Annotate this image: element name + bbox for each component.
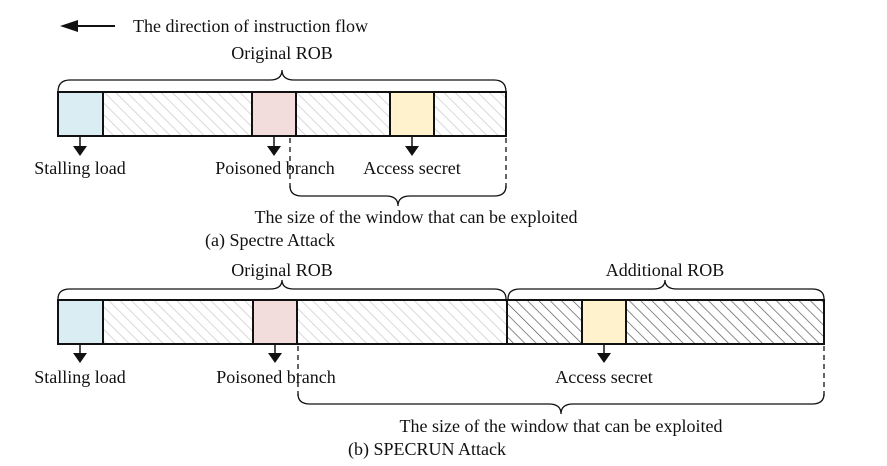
- spectre-rob-label: Original ROB: [231, 43, 333, 63]
- flow-direction-arrow-icon: [60, 20, 78, 32]
- arrow-down-icon: [267, 146, 281, 156]
- spectre-poisoned-branch-cell: [251, 91, 297, 137]
- flow-direction-legend: The direction of instruction flow: [60, 16, 368, 36]
- specrun-rob-brace: [57, 279, 507, 300]
- specrun-pointers: [73, 344, 611, 363]
- specrun-additional-rob-bar: [506, 299, 825, 345]
- spectre-window-brace: [289, 185, 507, 207]
- spectre-window-label: The size of the window that can be explo…: [255, 207, 578, 227]
- specrun-stalling-load-cell: [57, 299, 104, 345]
- spectre-stalling-load-label: Stalling load: [34, 158, 126, 178]
- specrun-stalling-load-label: Stalling load: [34, 367, 126, 387]
- arrow-down-icon: [73, 353, 87, 363]
- specrun-window-brace: [297, 393, 825, 415]
- arrow-down-icon: [268, 353, 282, 363]
- arrow-down-icon: [597, 353, 611, 363]
- specrun-rob-label: Original ROB: [231, 260, 333, 280]
- arrow-down-icon: [73, 146, 87, 156]
- spectre-pointers: [73, 136, 419, 156]
- spectre-rob-brace: [57, 69, 507, 93]
- spectre-access-secret-label: Access secret: [363, 158, 460, 178]
- arrow-down-icon: [405, 146, 419, 156]
- specrun-caption: (b) SPECRUN Attack: [348, 439, 506, 460]
- specrun-access-secret-label: Access secret: [555, 367, 652, 387]
- spectre-stalling-load-cell: [57, 91, 104, 137]
- spectre-caption: (a) Spectre Attack: [205, 230, 335, 251]
- specrun-diagram: Original ROB Additional ROB Stalling loa…: [34, 260, 825, 460]
- spectre-diagram: Original ROB Stalling load Poisoned bran…: [34, 43, 577, 251]
- spectre-access-secret-cell: [389, 91, 435, 137]
- specrun-additional-rob-brace: [507, 279, 825, 300]
- flow-direction-label: The direction of instruction flow: [133, 16, 368, 36]
- specrun-poisoned-branch-label: Poisoned branch: [216, 367, 335, 387]
- specrun-poisoned-branch-cell: [252, 299, 298, 345]
- specrun-access-secret-cell: [581, 299, 627, 345]
- specrun-additional-rob-label: Additional ROB: [606, 260, 725, 280]
- spectre-poisoned-branch-label: Poisoned branch: [215, 158, 334, 178]
- specrun-window-label: The size of the window that can be explo…: [400, 416, 723, 436]
